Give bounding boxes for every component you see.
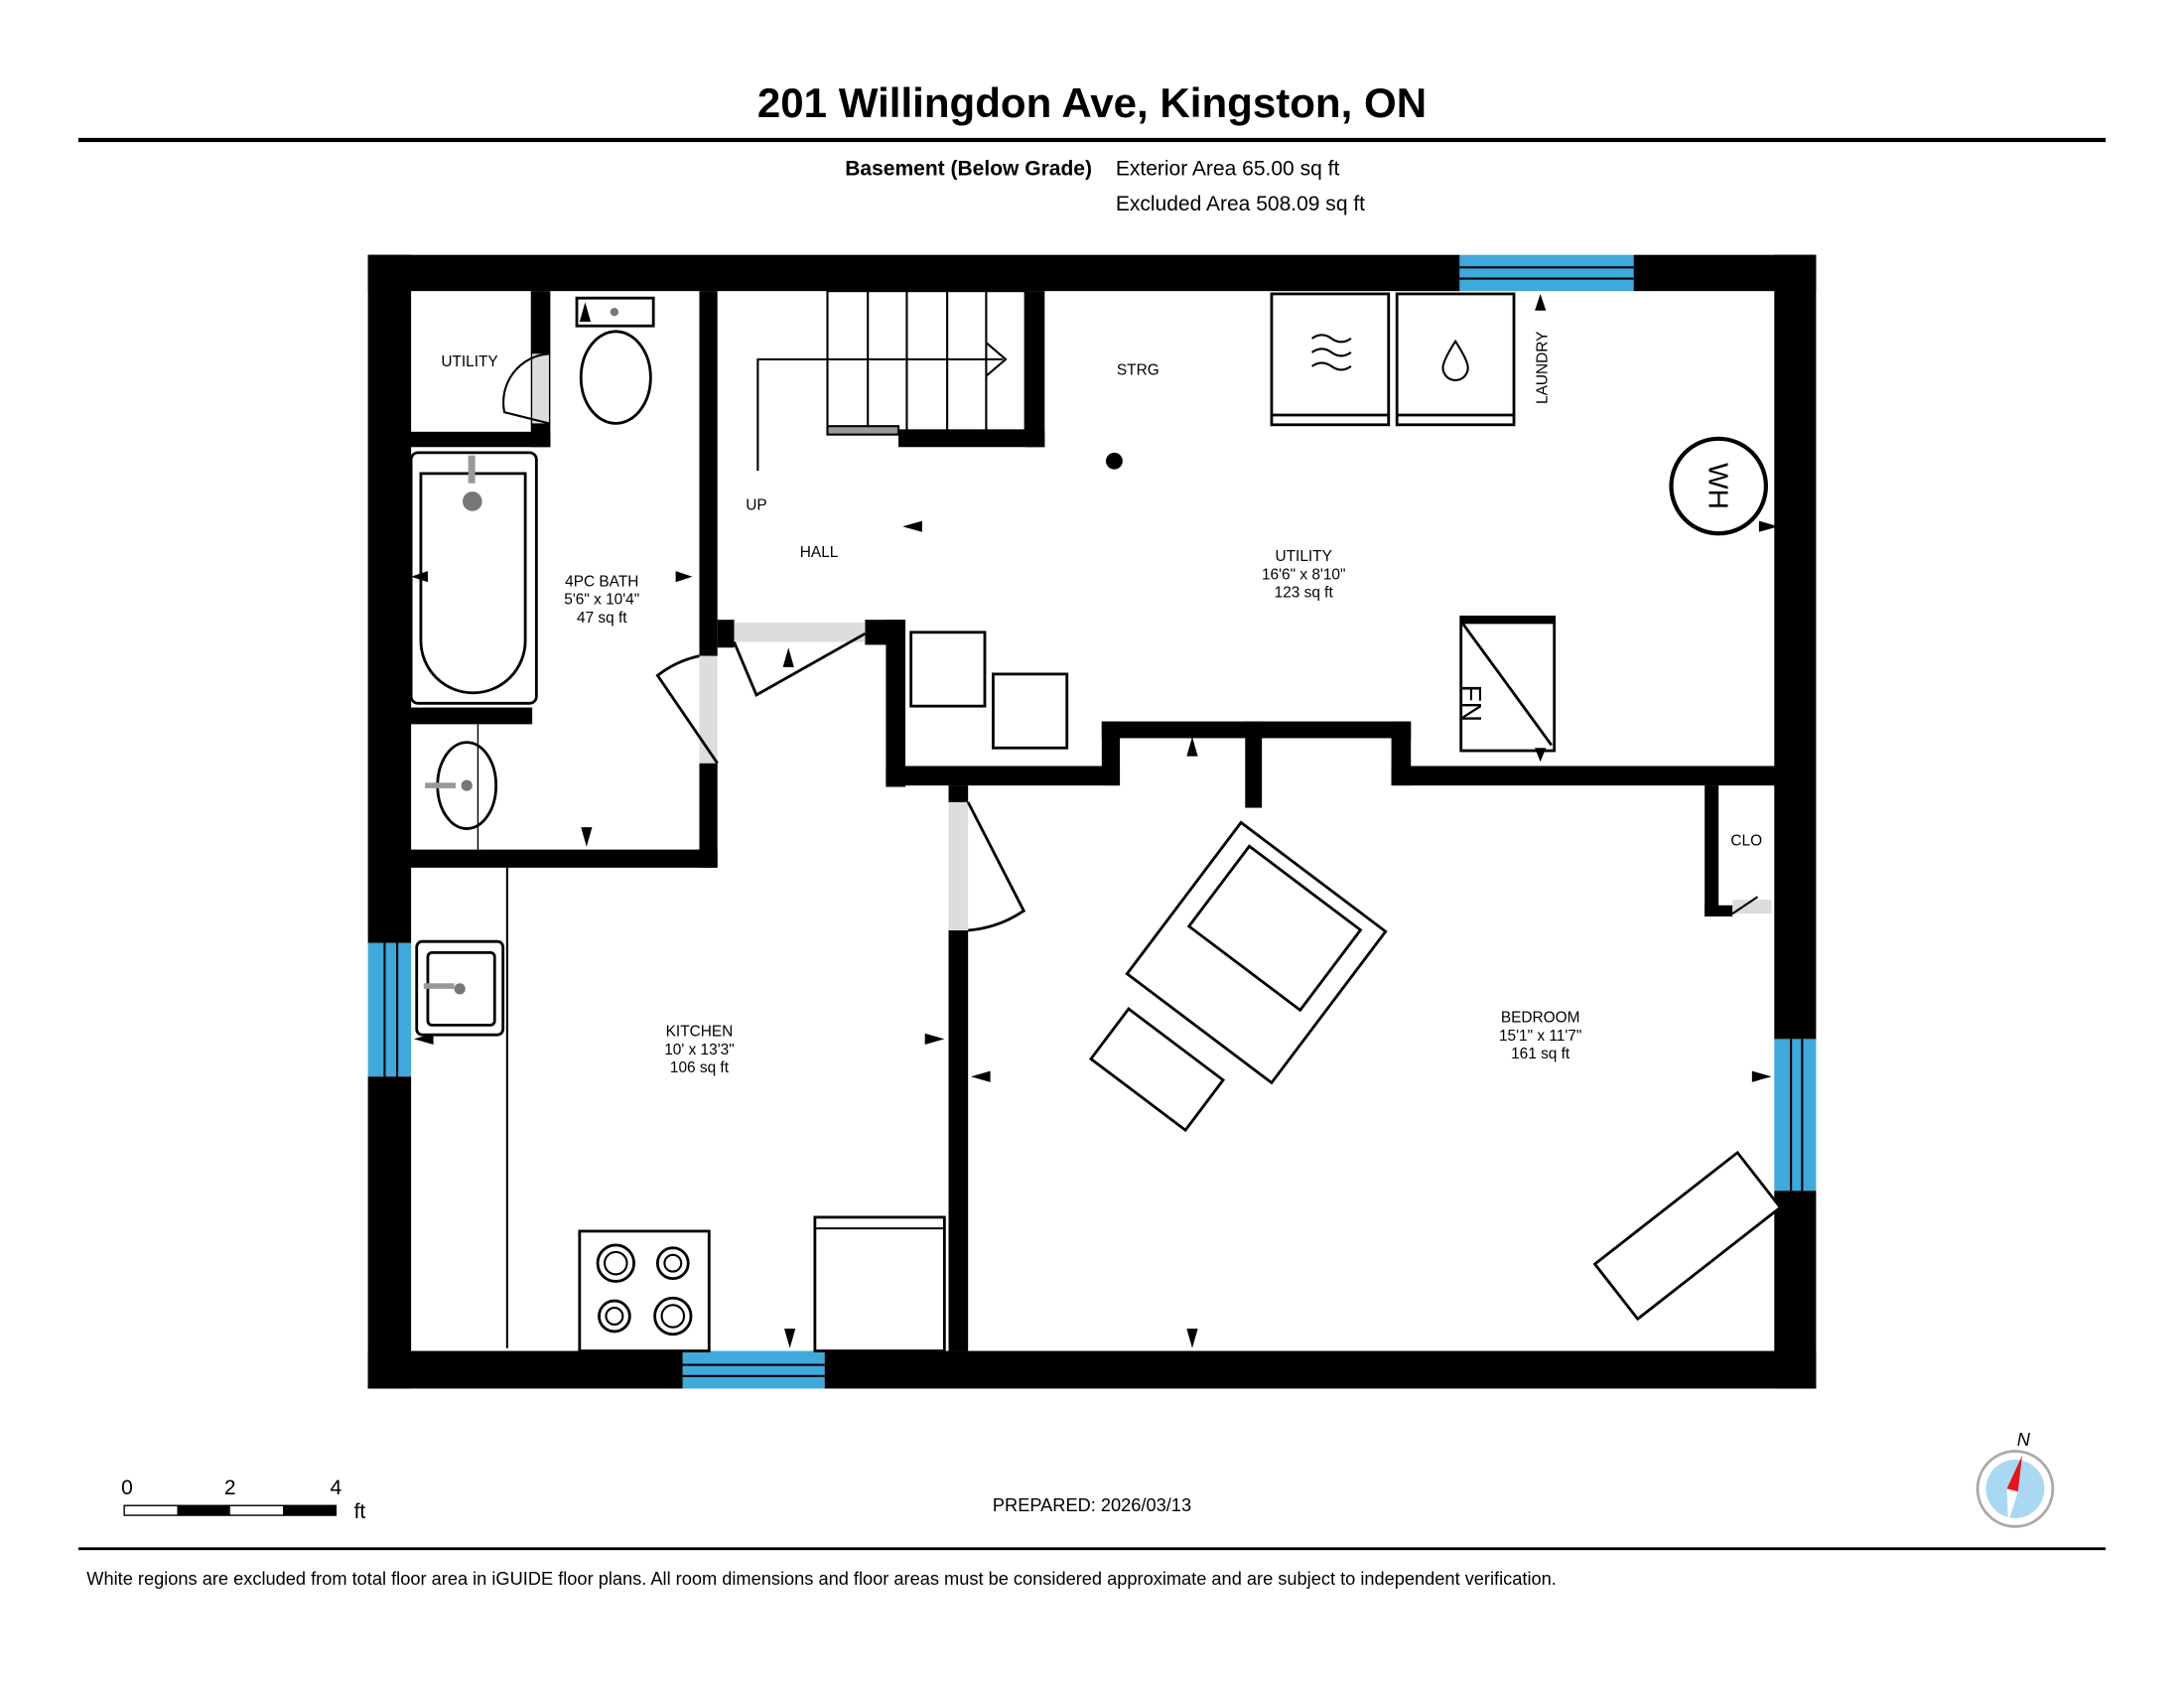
- room-clo: CLO: [1730, 832, 1762, 849]
- window-left: [367, 942, 412, 1077]
- water-heater-label: WH: [1703, 463, 1733, 509]
- window-bottom: [682, 1350, 825, 1389]
- walls: [367, 254, 1817, 1389]
- prepared-date: PREPARED: 2026/03/13: [993, 1494, 1191, 1515]
- svg-text:ft: ft: [354, 1500, 366, 1523]
- room-utility-area: 123 sq ft: [1275, 585, 1334, 602]
- svg-text:0: 0: [121, 1477, 133, 1499]
- footer-divider: [77, 1547, 2107, 1551]
- stove: [578, 1229, 711, 1352]
- window-right: [1774, 1039, 1817, 1192]
- floor-name: Basement (Below Grade): [845, 158, 1092, 181]
- footer-disclaimer: White regions are excluded from total fl…: [86, 1568, 1557, 1589]
- compass-icon: N: [1976, 1429, 2055, 1528]
- scale-bar: 0 2 4 ft: [121, 1477, 365, 1523]
- stairs: [756, 290, 1026, 472]
- dryer-icon: [1311, 334, 1352, 371]
- room-bath-name: 4PC BATH: [565, 574, 638, 591]
- room-utility-name: UTILITY: [1276, 548, 1332, 565]
- room-utility-small: UTILITY: [441, 353, 497, 370]
- room-bedroom-area: 161 sq ft: [1511, 1046, 1570, 1062]
- room-bedroom-dims: 15'1" x 11'7": [1499, 1028, 1581, 1045]
- svg-text:4: 4: [331, 1477, 342, 1499]
- window-top: [1459, 254, 1634, 292]
- dimension-arrows: [411, 293, 1779, 1348]
- bath-fixtures: [409, 296, 655, 850]
- water-heater-icon: [1669, 436, 1768, 536]
- room-hall: HALL: [800, 544, 839, 561]
- page-title: 201 Willingdon Ave, Kingston, ON: [757, 79, 1427, 126]
- room-strg: STRG: [1117, 361, 1160, 378]
- header-divider: [77, 137, 2107, 143]
- drain-icon: [1106, 452, 1123, 470]
- fridge: [813, 1215, 946, 1352]
- svg-text:2: 2: [224, 1477, 236, 1499]
- washer-icon: [1441, 339, 1469, 381]
- room-labels: UTILITY 4PC BATH 5'6" x 10'4" 47 sq ft U…: [441, 332, 1762, 1076]
- room-bath-area: 47 sq ft: [577, 610, 627, 627]
- excluded-area: Excluded Area 508.09 sq ft: [1116, 193, 1365, 215]
- furnace-label: FN: [1456, 685, 1487, 722]
- room-utility-dims: 16'6" x 8'10": [1262, 566, 1346, 583]
- svg-text:N: N: [2017, 1429, 2031, 1450]
- windows: [367, 254, 1817, 1389]
- room-kitchen-area: 106 sq ft: [670, 1059, 730, 1076]
- room-kitchen-name: KITCHEN: [666, 1024, 734, 1041]
- room-bedroom-name: BEDROOM: [1501, 1010, 1580, 1027]
- exterior-area: Exterior Area 65.00 sq ft: [1116, 158, 1340, 181]
- bedroom-furniture: [1088, 820, 1783, 1322]
- kitchen-fixtures: [415, 867, 946, 1352]
- stairs-up-label: UP: [746, 496, 766, 513]
- utility-fixtures: [909, 292, 1768, 753]
- laundry-label: LAUNDRY: [1535, 332, 1552, 404]
- room-kitchen-dims: 10' x 13'3": [664, 1042, 734, 1058]
- doors: [502, 352, 1772, 932]
- room-bath-dims: 5'6" x 10'4": [564, 592, 639, 609]
